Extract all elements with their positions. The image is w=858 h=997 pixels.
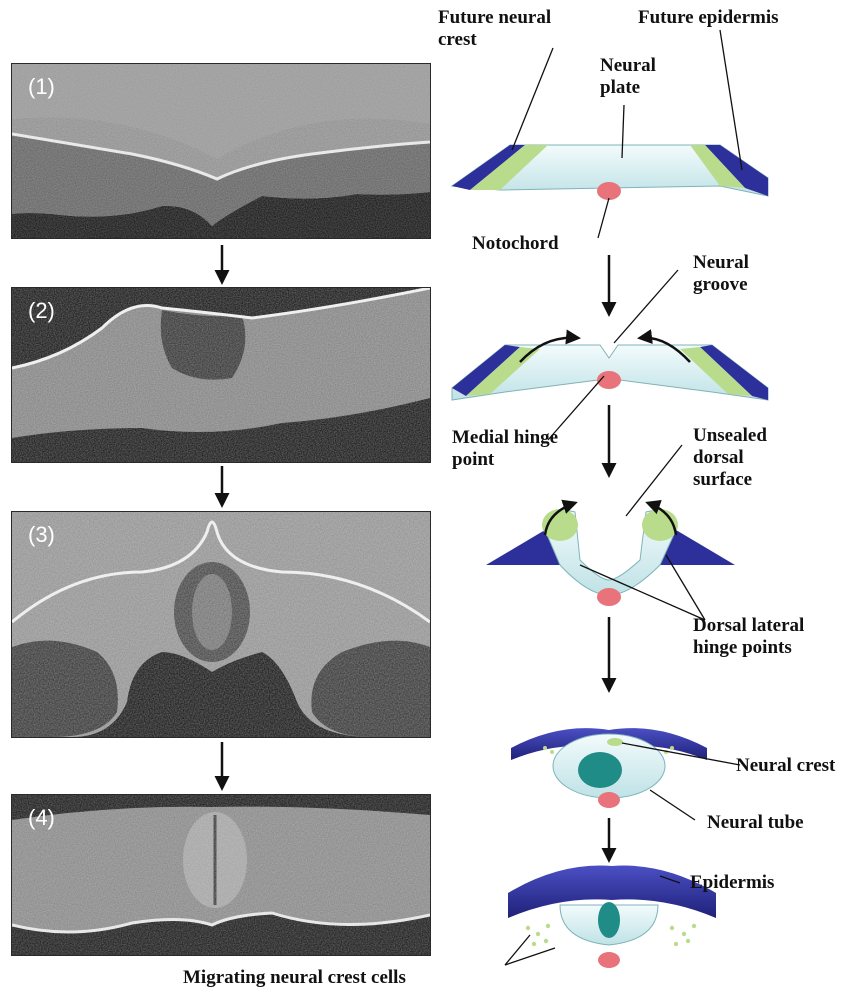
label-notochord: Notochord xyxy=(472,233,559,255)
label-unsealed-dorsal-surface: Unsealed dorsal surface xyxy=(693,425,767,491)
stage-5-migrating-crest xyxy=(508,866,716,968)
label-neural-crest: Neural crest xyxy=(736,755,835,777)
notochord-3 xyxy=(597,588,621,606)
stage-3-neural-folds xyxy=(486,503,735,606)
label-neural-tube: Neural tube xyxy=(707,812,804,834)
label-future-neural-crest: Future neural crest xyxy=(438,7,551,51)
label-migrating-neural-crest-cells: Migrating neural crest cells xyxy=(183,967,406,989)
label-neural-plate: Neural plate xyxy=(600,55,656,99)
notochord-1 xyxy=(597,182,621,200)
label-neural-groove: Neural groove xyxy=(693,252,749,296)
stage-1-neural-plate xyxy=(452,145,768,200)
stage-2-neural-groove xyxy=(452,338,768,400)
label-future-epidermis: Future epidermis xyxy=(638,7,779,29)
label-dorsal-lateral-hinge-points: Dorsal lateral hinge points xyxy=(693,615,804,659)
stage-4-neural-tube xyxy=(511,728,707,808)
label-medial-hinge-point: Medial hinge point xyxy=(452,427,558,471)
notochord-5 xyxy=(598,952,620,968)
notochord-4 xyxy=(598,792,620,808)
label-epidermis: Epidermis xyxy=(690,872,774,894)
